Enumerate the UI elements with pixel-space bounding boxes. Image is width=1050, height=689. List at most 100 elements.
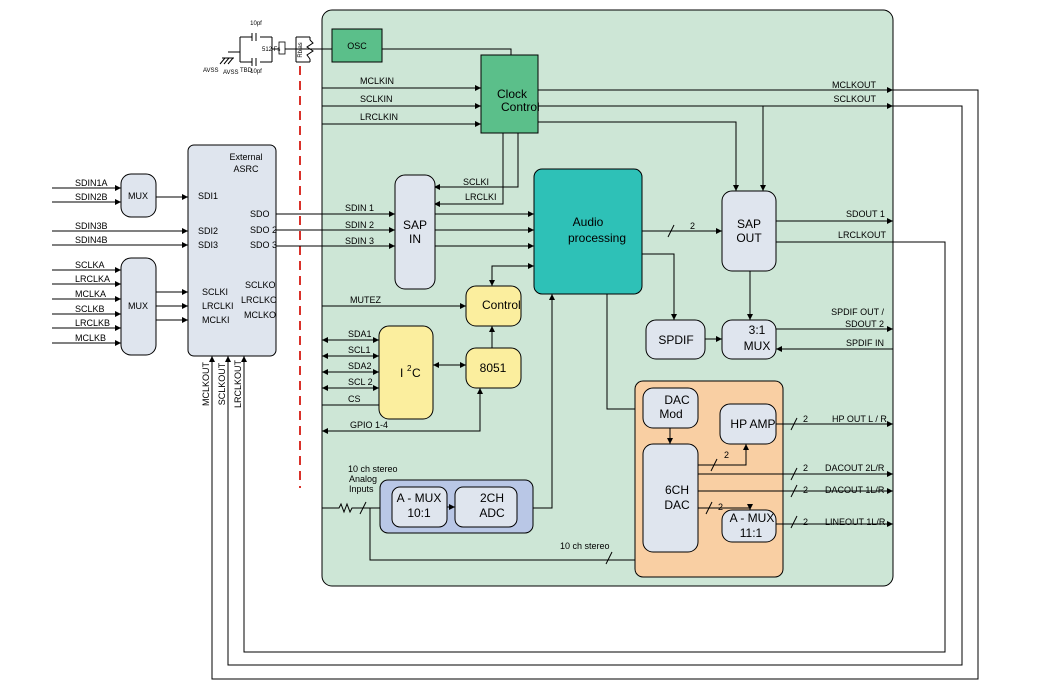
sap-out-sdout1: SDOUT 1 [846,209,885,219]
sap-in-input-1: SDIN 1 [345,203,374,213]
asrc-lrclko: LRCLKO [241,295,277,305]
i2c-label-c: C [412,366,421,380]
i2c-block [378,325,434,420]
mux-b-input-6: MCLKB [75,333,106,343]
asrc-sdo3: SDO 3 [250,240,277,250]
mutez-label: MUTEZ [350,295,381,305]
lineout-bus: 2 [803,517,808,527]
avss-label-1: AVSS [203,68,219,74]
audio-line2: processing [568,231,626,245]
analog-label-1: 10 ch stereo [348,464,398,474]
clock-input-mclkin: MCLKIN [360,76,394,86]
sdin4b-label: SDIN4B [75,235,108,245]
adc-block [454,486,518,528]
mux31-line2: MUX [744,339,771,353]
mcu-8051-block [465,347,522,389]
i2c-label-i: I [400,366,403,380]
mux-b-input-2: LRCLKA [75,274,110,284]
amux10-line1: A - MUX [397,491,442,505]
cap-bottom-label: 10pf [250,69,262,75]
mcu-8051-label: 8051 [480,361,507,375]
lrclkout-loop [241,241,946,653]
mux-b-input-3: MCLKA [75,289,106,299]
crystal-circuit: 10pf 10pf 512 Fs Rbias AVSS AVSS TBD [203,21,332,76]
osc-label: OSC [347,41,367,51]
gpio-label: GPIO 1-4 [350,420,388,430]
sap-in-input-3: SDIN 3 [345,236,374,246]
audio-bus-width: 2 [690,221,695,231]
i2c-pin-scl2: SCL 2 [348,377,373,387]
analog-label-3: Inputs [349,484,374,494]
asrc-sclko: SCLKO [245,280,276,290]
dacout1-bus: 2 [803,485,808,495]
asrc-sdo2: SDO 2 [250,225,277,235]
dac6-line1: 6CH [665,483,689,497]
control-label: Control [482,298,521,312]
dac6-line2: DAC [664,498,690,512]
amux10-line2: 10:1 [407,506,431,520]
clock-output-mclkout: MCLKOUT [832,80,877,90]
asrc-sdi2: SDI2 [198,226,218,236]
clock-control-block [480,54,539,134]
clock-output-sclkout: SCLKOUT [833,94,876,104]
audio-line1: Audio [573,215,604,229]
mclkout-loop [209,89,979,680]
hp-out-label: HP OUT L / R [832,414,887,424]
sap-in-block [394,174,436,290]
cap-top-label: 10pf [250,21,262,27]
clock-input-lrclkin: LRCLKIN [360,112,398,122]
lineout-label: LINEOUT 1L/R [825,517,886,527]
sap-in-line1: SAP [403,218,427,232]
i2c-pin-cs: CS [348,394,361,404]
analog-label-2: Analog [349,474,377,484]
hp-amp-bus: 2 [803,414,808,424]
adc-line2: ADC [479,506,505,520]
dacout2-label: DACOUT 2L/R [825,463,885,473]
dac-mod-line2: Mod [659,407,682,421]
sap-out-line1: SAP [737,217,761,231]
sap-out-lrclkout: LRCLKOUT [838,230,887,240]
sap-out-line2: OUT [736,231,762,245]
asrc-lrclki: LRCLKI [202,301,234,311]
dac-mod-line1: DAC [664,393,690,407]
clock-control-line2: Control [501,100,540,114]
sap-out-block [721,190,777,272]
amux11-line1: A - MUX [730,511,775,525]
rbias-label: Rbias [298,42,304,57]
mux-b-input-1: SCLKA [75,260,105,270]
stereo-bottom-label: 10 ch stereo [560,541,610,551]
dacout1-label: DACOUT 1L/R [825,485,885,495]
spdif-label: SPDIF [658,333,693,347]
sdin3b-label: SDIN3B [75,221,108,231]
dac6-bus-1: 2 [724,450,729,460]
sclkout-loop [225,105,963,666]
clock-input-sclkin: SCLKIN [360,94,393,104]
sap-in-sclki-label: SCLKI [463,177,489,187]
adc-line1: 2CH [480,491,504,505]
asrc-vertical-sclkout: SCLKOUT [217,362,227,405]
osc-block [331,28,383,63]
dac6-bus-2: 2 [718,502,723,512]
dacout2-bus: 2 [803,463,808,473]
asrc-mclki: MCLKI [202,315,230,325]
mux31-out-line2: SDOUT 2 [845,319,884,329]
amux11-line2: 11:1 [740,526,763,540]
tbd-label: TBD [240,68,253,74]
sap-in-line2: IN [409,232,421,246]
asrc-title-2: ASRC [233,164,259,174]
asrc-sdo1: SDO [250,209,270,219]
mux31-in: SPDIF IN [846,338,884,348]
dac-6ch-block [642,443,699,553]
external-asrc-block [187,144,277,357]
i2c-pin-sda1: SDA1 [348,329,372,339]
mux-a-block [120,173,157,218]
avss-label-2: AVSS [223,70,239,76]
asrc-mclko: MCLKO [244,310,276,320]
mux-b-input-5: LRCLKB [75,318,110,328]
asrc-sdi3: SDI3 [198,240,218,250]
asrc-title-1: External [229,152,262,162]
mux-b-label: MUX [128,301,148,311]
mux-a-label: MUX [128,191,148,201]
asrc-sclki: SCLKI [202,287,228,297]
